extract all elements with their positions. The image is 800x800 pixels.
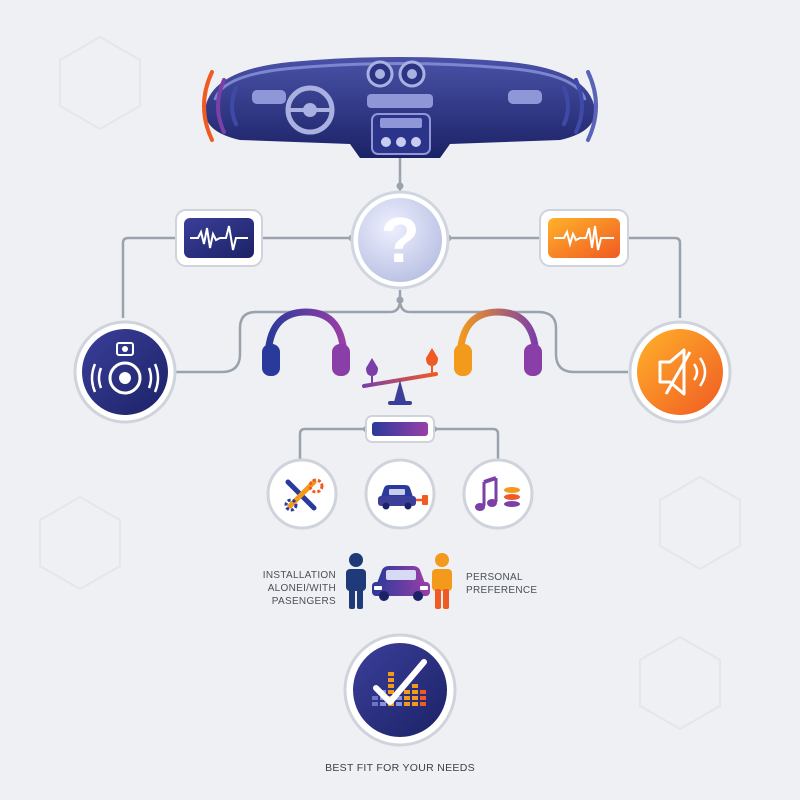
sound-wave-icon	[554, 225, 614, 251]
result-node	[343, 633, 457, 747]
speaker-node	[73, 320, 177, 424]
installation-label-line-1: INSTALLATION	[263, 570, 336, 581]
right-sound-wave-box	[539, 209, 629, 267]
installation-label-line-2: ALONEI/WITH	[268, 583, 336, 594]
music-stack-icon	[475, 476, 520, 511]
preference-label-line-2: PREFERENCE	[466, 585, 537, 596]
sound-waves-left-icon	[202, 70, 238, 142]
factor-tools-node	[266, 458, 338, 530]
background-pattern	[39, 35, 741, 731]
speaker-mute-node	[628, 320, 732, 424]
installation-label: INSTALLATION ALONEI/WITH PASENGERS	[263, 570, 336, 607]
preference-label-line-1: PERSONAL	[466, 572, 523, 583]
car-icon	[372, 566, 430, 601]
person-icon-left	[346, 553, 366, 609]
car-dashboard-icon	[204, 57, 596, 158]
headphones-icon	[262, 308, 350, 376]
people-car-icon	[346, 553, 452, 609]
tools-gears-icon	[284, 478, 324, 512]
factor-music-node	[462, 458, 534, 530]
sound-wave-icon	[190, 225, 248, 251]
sound-waves-right-icon	[562, 70, 598, 142]
speaker-mute-icon	[658, 348, 707, 396]
result-label: BEST FIT FOR YOUR NEEDS	[325, 762, 475, 774]
headphones-icon	[454, 308, 542, 376]
car-plug-icon	[378, 485, 428, 510]
selector-bar	[365, 415, 435, 443]
preference-label: PERSONAL PREFERENCE	[466, 572, 537, 596]
factor-car-node	[364, 458, 436, 530]
balance-scale-icon	[362, 348, 438, 405]
speaker-icon	[90, 342, 160, 395]
installation-label-line-3: PASENGERS	[272, 596, 336, 607]
equalizer-check-icon	[372, 659, 427, 706]
left-sound-wave-box	[175, 209, 263, 267]
person-icon-right	[432, 553, 452, 609]
question-mark-icon: ?	[380, 204, 419, 276]
question-mark-node: ?	[350, 190, 450, 290]
